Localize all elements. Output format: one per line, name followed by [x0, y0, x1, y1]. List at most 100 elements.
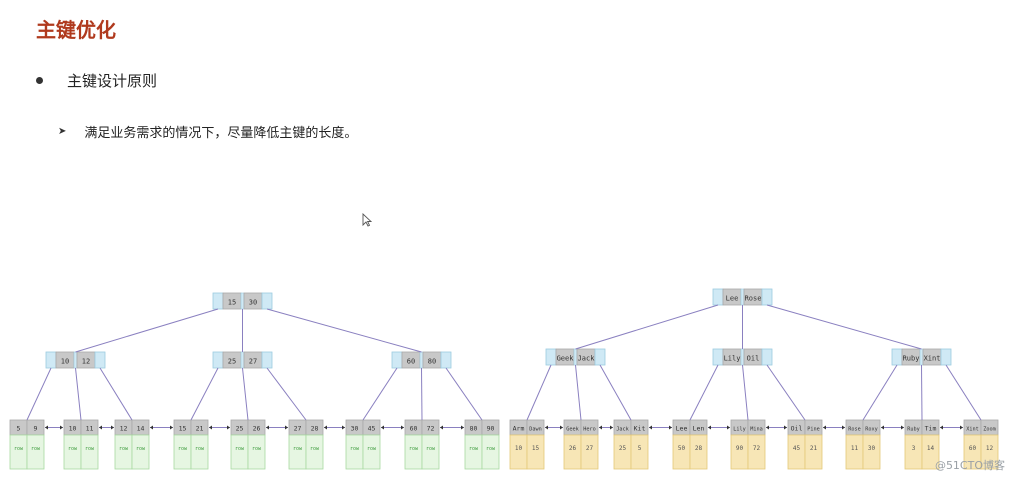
left-tree-leaf-row-cell [345, 434, 364, 470]
left-tree-leaf-row-label: row [195, 446, 205, 452]
mouse-cursor-icon [362, 213, 372, 227]
left-tree-internal-key-label: 27 [249, 358, 257, 366]
left-tree-internal-ptr [261, 351, 273, 369]
left-tree-leaf-link-arrowhead [381, 425, 384, 430]
left-tree-leaf-row-cell [80, 434, 99, 470]
right-tree-root-ptr [740, 288, 745, 306]
left-tree-edge [266, 308, 422, 353]
right-tree-internal-key-label: Ruby [903, 355, 920, 363]
left-tree-internal-ptr [45, 351, 57, 369]
right-tree-leaf-value-cell [580, 434, 599, 470]
left-tree-leaf-row-label: row [293, 446, 303, 452]
left-tree-leaf-link-arrowhead [99, 425, 102, 430]
left-tree-internal-key-label: 12 [82, 358, 90, 366]
right-tree-leaf-key-label: Lee [676, 425, 688, 433]
left-tree-leaf-link-arrowhead [45, 425, 48, 430]
right-tree-leaf-key-label: Xint [966, 427, 979, 433]
left-tree-leaf-key-label: 21 [196, 425, 204, 433]
right-tree-leaf-key-label: Dawn [529, 427, 542, 433]
right-tree-leaf-key-label: Ruby [907, 427, 920, 433]
right-tree-leaf-value-label: 14 [927, 445, 935, 452]
left-tree-leaf-row-cell [190, 434, 209, 470]
left-tree-leaf-key-label: 28 [311, 425, 319, 433]
right-tree-leaf-link-arrowhead [669, 425, 672, 430]
right-tree-leaf-link-arrowhead [940, 425, 943, 430]
left-tree-leaf-row-cell [421, 434, 440, 470]
right-tree-leaf-link-arrowhead [823, 425, 826, 430]
right-tree-leaf-link-arrowhead [842, 425, 845, 430]
left-tree-leaf-row-label: row [136, 446, 146, 452]
right-tree-edge [742, 364, 749, 421]
right-tree-leaf-key-label: Jack [616, 427, 629, 433]
left-tree-leaf-row-label: row [252, 446, 262, 452]
left-tree-edge [75, 367, 82, 421]
left-tree-leaf-key-label: 25 [236, 425, 244, 433]
left-tree-leaf-row-label: row [310, 446, 320, 452]
right-tree-internal-ptr [940, 348, 952, 366]
right-tree-leaf-key-label: Zoom [983, 427, 996, 433]
right-tree-edge [575, 364, 582, 421]
watermark: @51CTO博客 [934, 459, 1005, 472]
left-tree-leaf-link-arrowhead [285, 425, 288, 430]
right-tree-edge [526, 364, 552, 421]
right-tree-leaf-value-cell [730, 434, 749, 470]
left-tree-internal-ptr [73, 351, 78, 369]
right-tree-internal-key-label: Lily [724, 355, 741, 363]
right-tree-leaf-link-arrowhead [649, 425, 652, 430]
left-tree-leaf-link-arrowhead [324, 425, 327, 430]
right-tree-root-key-label: Lee [726, 295, 739, 303]
left-tree-leaf-key-label: 11 [86, 425, 94, 433]
right-tree-edge [766, 364, 806, 421]
right-tree-internal-ptr [545, 348, 557, 366]
left-tree-leaf-row-cell [404, 434, 423, 470]
right-tree-internal-ptr [761, 348, 773, 366]
right-tree-leaf-value-cell [921, 434, 940, 470]
left-tree-internal-ptr [94, 351, 106, 369]
right-tree-leaf-value-cell [509, 434, 528, 470]
right-tree-leaf-link-arrowhead [881, 425, 884, 430]
right-tree-leaf-key-label: Kit [634, 425, 646, 433]
left-tree-leaf-key-label: 72 [427, 425, 435, 433]
left-tree-root-key-label: 30 [249, 299, 257, 307]
left-tree-leaf-link-arrowhead [461, 425, 464, 430]
right-tree-root-ptr [761, 288, 773, 306]
left-tree-leaf-row-cell [288, 434, 307, 470]
right-tree-leaf-link-arrowhead [545, 425, 548, 430]
right-tree-leaf-value-label: 60 [969, 445, 977, 452]
right-tree-leaf-value-label: 27 [586, 445, 594, 452]
left-tree-leaf-link-arrowhead [150, 425, 153, 430]
right-tree-leaf-value-cell [689, 434, 708, 470]
right-tree-leaf-value-label: 90 [736, 445, 744, 452]
sub-point-text: 满足业务需求的情况下，尽量降低主键的长度。 [84, 126, 358, 141]
left-tree-leaf-row-cell [9, 434, 28, 470]
right-tree-leaf-value-label: 25 [619, 445, 627, 452]
right-tree-leaf-value-label: 26 [569, 445, 577, 452]
right-tree-leaf-key-label: Roxy [865, 427, 878, 433]
left-tree-leaf-row-label: row [469, 446, 479, 452]
right-tree-leaf-key-label: Hero [583, 427, 596, 433]
left-tree-internal-ptr [391, 351, 403, 369]
left-tree-leaf-row-cell [230, 434, 249, 470]
right-tree-leaf-key-label: Len [693, 425, 705, 433]
left-tree-leaf-row-label: row [85, 446, 95, 452]
page-title: 主键优化 [36, 18, 116, 42]
left-tree-leaf-link-arrowhead [401, 425, 404, 430]
left-tree-leaf-row-label: row [426, 446, 436, 452]
left-tree-leaf-key-label: 90 [487, 425, 495, 433]
right-tree-edge [862, 364, 898, 421]
left-tree-leaf-key-label: 9 [34, 425, 38, 433]
left-tree-leaf-row-cell [247, 434, 266, 470]
right-tree-internal-ptr [919, 348, 924, 366]
right-tree-leaf-value-label: 45 [793, 445, 801, 452]
right-tree-edge [689, 364, 719, 421]
left-tree-edge [266, 367, 307, 421]
left-tree-leaf-key-label: 45 [368, 425, 376, 433]
left-tree-edge [362, 367, 398, 421]
left-tree-leaf-row-label: row [409, 446, 419, 452]
right-tree-leaf-link-arrowhead [960, 425, 963, 430]
left-tree-leaf-link-arrowhead [60, 425, 63, 430]
right-tree-edge [575, 304, 719, 350]
right-tree-leaf-key-label: Oil [791, 425, 803, 433]
left-tree-edge [99, 367, 133, 421]
